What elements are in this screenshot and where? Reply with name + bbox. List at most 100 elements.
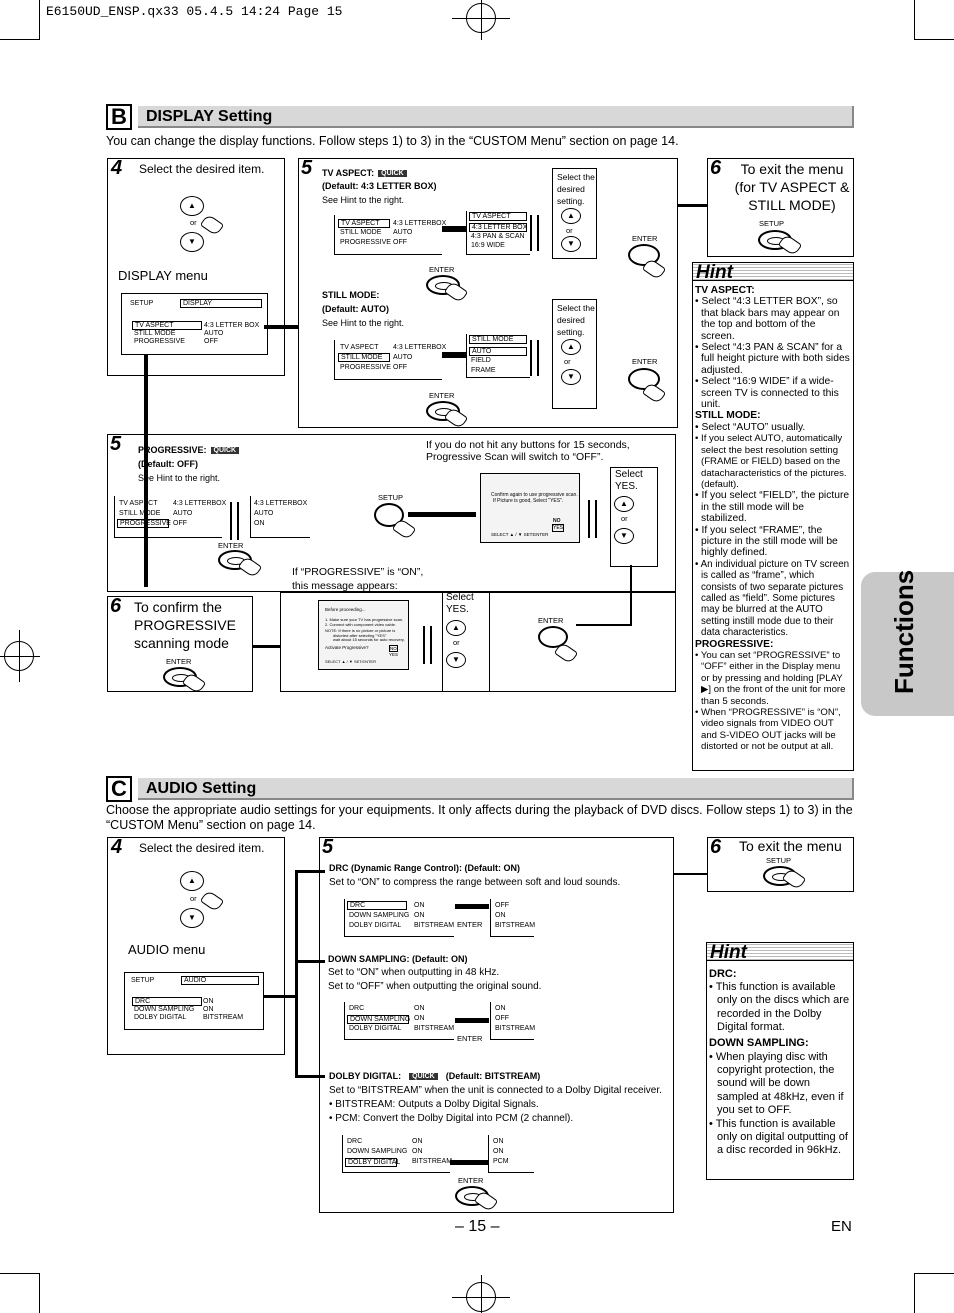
menu-row-down-sampling: DOWN SAMPLING: [349, 912, 410, 919]
menu-row-value: 4:3 LETTER BOX: [204, 322, 260, 329]
display-step4-text: Select the desired item.: [139, 162, 265, 176]
screen-line: distorted after selecting "YES": [333, 633, 387, 638]
progressive-step5-number: 5: [110, 433, 122, 455]
option-item: ON: [493, 1148, 504, 1155]
tv-aspect-hint: See Hint to the right.: [322, 195, 405, 205]
connector-line: [295, 1075, 325, 1078]
connector-line: [264, 995, 296, 998]
menu-row-value: 4:3 LETTERBOX: [393, 220, 447, 227]
menu-row-value: OFF: [204, 338, 218, 345]
hint-heading: DRC:: [709, 968, 737, 980]
tv-aspect-options: TV ASPECT 4:3 LETTER BOX 4:3 PAN & SCAN …: [466, 211, 530, 255]
menu-row-dolby-digital: DOLBY DIGITAL: [349, 1025, 402, 1032]
option-item: 16:9 WIDE: [471, 242, 505, 249]
dolby-digital-bullet1: • BITSTREAM: Outputs a Dolby Digital Sig…: [329, 1099, 539, 1110]
display-hint-title: Hint: [696, 262, 733, 283]
display-step4-number: 4: [111, 157, 123, 179]
menu-setup-label: SETUP: [131, 977, 155, 984]
audio-hint-content: DRC: • This function is available only o…: [709, 967, 851, 1158]
language-code: EN: [831, 1218, 852, 1235]
screen-line: 1. Make sure your TV has progressive sca…: [325, 617, 404, 622]
select-yes-text: Select YES.: [615, 469, 643, 492]
hint-item: • This function is available only on dig…: [709, 1117, 848, 1157]
menu-row-down-sampling: DOWN SAMPLING: [134, 1006, 195, 1013]
display-step4-or: or: [190, 218, 197, 227]
option-item: OFF: [495, 1015, 509, 1022]
audio-setting-header: AUDIO Setting: [138, 778, 854, 800]
select-yes-panel: [442, 592, 490, 692]
connector-arrow: [450, 1160, 488, 1165]
setup-label: SETUP: [378, 493, 404, 502]
display-step5-number: 5: [301, 157, 313, 179]
menu-row-value: ON: [414, 902, 425, 909]
audio-step6-box: [707, 837, 854, 892]
functions-tab-label: Functions: [889, 569, 919, 694]
enter-label: ENTER: [457, 920, 483, 929]
hint-item: • Select “16:9 WIDE” if a wide-screen TV…: [695, 376, 839, 411]
menu-row-dolby-digital: DOLBY DIGITAL: [345, 1158, 400, 1167]
drc-menu: DRC ON DOWN SAMPLING ON DOLBY DIGITAL BI…: [344, 899, 454, 937]
menu-row-value: 4:3 LETTERBOX: [173, 500, 227, 507]
menu-row-progressive: PROGRESSIVE: [340, 364, 391, 371]
dolby-digital-menu: DRC ON DOWN SAMPLING ON DOLBY DIGITAL BI…: [342, 1135, 452, 1173]
up-button-icon: ▲: [561, 339, 581, 355]
double-arrow-icon: [588, 500, 597, 538]
hint-item: • Select “4:3 LETTER BOX”, so that black…: [695, 296, 840, 342]
menu-row-value: ON: [412, 1148, 423, 1155]
dolby-digital-title: DOLBY DIGITAL:QUICK(Default: BITSTREAM): [329, 1071, 541, 1081]
or-label: or: [566, 226, 573, 235]
section-letter-c: C: [106, 776, 132, 802]
menu-row-progressive: PROGRESSIVE: [117, 519, 171, 528]
tv-aspect-default: (Default: 4:3 LETTER BOX): [322, 181, 437, 191]
screen-line: Confirm again to use progressive scan.: [491, 492, 578, 498]
hint-heading: PROGRESSIVE:: [695, 638, 774, 650]
screen-no-option: NO: [389, 645, 398, 652]
screen-line: 2. Connect with component video cable.: [325, 622, 396, 627]
screen-footer: SELECT ▲ / ▼ SET:ENTER: [491, 532, 549, 537]
select-desired-text: Select the desired setting.: [557, 303, 595, 337]
up-button-icon: ▲: [561, 208, 581, 224]
menu-row-value: AUTO: [393, 354, 413, 361]
double-arrow-icon: [423, 626, 432, 664]
audio-step6-number: 6: [710, 836, 722, 858]
screen-no-option: NO: [553, 518, 561, 524]
hint-title-bar: [707, 943, 853, 961]
option-item: BITSTREAM: [495, 922, 536, 929]
option-item: PCM: [493, 1158, 509, 1165]
setup-label: SETUP: [766, 856, 792, 865]
enter-label: ENTER: [457, 1034, 483, 1043]
hint-item: • If you select AUTO, automatically sele…: [695, 433, 847, 490]
down-sampling-title: DOWN SAMPLING: (Default: ON): [328, 954, 468, 964]
screen-line: If Picture is good, Select "YES".: [493, 498, 564, 504]
or-label: or: [621, 514, 628, 523]
enter-label: ENTER: [632, 357, 658, 366]
connector-line: [295, 870, 298, 1078]
down-button-icon: ▼: [561, 369, 581, 385]
option-item: ON: [254, 520, 265, 527]
option-item: 4:3 LETTERBOX: [254, 500, 308, 507]
menu-row-value: OFF: [173, 520, 187, 527]
menu-row-value: ON: [203, 1006, 214, 1013]
setup-label: SETUP: [759, 219, 785, 228]
down-button-icon: ▼: [180, 908, 204, 928]
screen-footer: SELECT ▲ / ▼ SET:ENTER: [325, 659, 376, 664]
audio-step4-number: 4: [111, 836, 123, 858]
menu-row-value: AUTO: [204, 330, 224, 337]
option-item: ON: [495, 1005, 506, 1012]
option-item: OFF: [495, 902, 509, 909]
menu-row-dolby-digital: DOLBY DIGITAL: [134, 1014, 187, 1021]
menu-row-still-mode: STILL MODE: [338, 353, 390, 362]
hint-heading: DOWN SAMPLING:: [709, 1036, 809, 1049]
menu-row-value: ON: [414, 1015, 425, 1022]
select-desired-text: Select the desired setting.: [557, 172, 595, 206]
connector-arrow: [442, 352, 466, 358]
connector-line: [630, 565, 632, 625]
hint-heading: STILL MODE:: [695, 410, 761, 422]
option-item: FRAME: [471, 367, 496, 374]
down-sampling-desc2: Set to “OFF” when outputting the origina…: [328, 981, 542, 992]
progressive-confirm-screen: Confirm again to use progressive scan. I…: [480, 473, 580, 543]
options-head: STILL MODE: [469, 335, 527, 344]
option-item: BITSTREAM: [495, 1025, 536, 1032]
double-arrow-icon: [530, 340, 539, 376]
down-sampling-menu: DRC ON DOWN SAMPLING ON DOLBY DIGITAL BI…: [344, 1002, 454, 1040]
